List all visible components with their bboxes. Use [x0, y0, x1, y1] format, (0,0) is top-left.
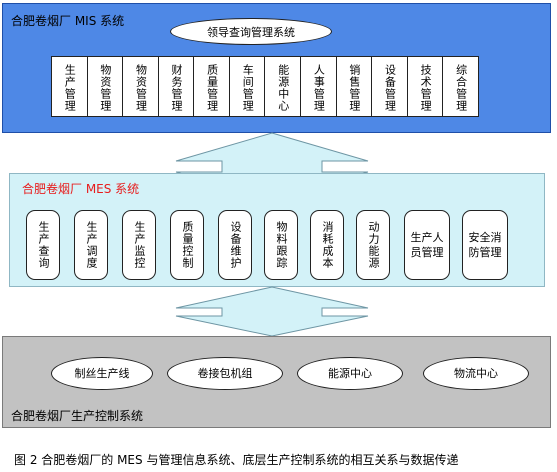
mis-module: 能源中心 [265, 57, 302, 116]
leader-query-system: 领导查询管理系统 [170, 18, 332, 45]
control-unit: 卷接包机组 [167, 357, 283, 390]
production-control-title: 合肥卷烟厂生产控制系统 [11, 409, 144, 423]
mis-module: 物资管理 [123, 57, 159, 116]
mis-module: 生产管理 [52, 57, 88, 116]
mes-module: 物料跟踪 [264, 210, 298, 280]
mes-module: 消耗成本 [310, 210, 344, 280]
mis-module: 车间管理 [230, 57, 266, 116]
mis-module-row: 生产管理 物资管理 物资管理 财务管理 质量管理 车间管理 能源中心 人事管理 … [51, 56, 479, 117]
mis-system-title: 合肥卷烟厂 MIS 系统 [11, 14, 125, 28]
mes-module: 生产人员管理 [404, 210, 450, 280]
mis-module: 物资管理 [88, 57, 124, 116]
mis-module: 质量管理 [194, 57, 230, 116]
mis-module: 综合管理 [454, 63, 468, 112]
mes-module: 动力能源 [356, 210, 390, 280]
mis-module: 技术管理 [408, 57, 444, 116]
mis-module: 销售管理 [337, 57, 373, 116]
control-unit: 能源中心 [297, 357, 403, 390]
mes-module: 生产查询 [26, 210, 60, 280]
mes-module: 生产调度 [74, 210, 108, 280]
mes-module: 生产监控 [122, 210, 156, 280]
mes-module: 安全消防管理 [462, 210, 508, 280]
mes-system-title: 合肥卷烟厂 MES 系统 [22, 182, 140, 196]
production-control-panel: 制丝生产线 卷接包机组 能源中心 物流中心 合肥卷烟厂生产控制系统 [2, 336, 551, 428]
mis-system-panel: 合肥卷烟厂 MIS 系统 领导查询管理系统 生产管理 物资管理 物资管理 财务管… [2, 3, 551, 133]
figure-caption: 图 2 合肥卷烟厂的 MES 与管理信息系统、底层生产控制系统的相互关系与数据传… [14, 453, 459, 467]
mis-module: 财务管理 [159, 57, 195, 116]
mes-module: 设备维护 [218, 210, 252, 280]
mes-module: 质量控制 [170, 210, 204, 280]
control-unit: 制丝生产线 [51, 357, 153, 390]
mis-module: 设备管理 [372, 57, 408, 116]
control-unit: 物流中心 [423, 357, 529, 390]
mis-module: 人事管理 [301, 57, 337, 116]
mes-system-panel: 合肥卷烟厂 MES 系统 生产查询 生产调度 生产监控 质量控制 设备维护 物料… [9, 173, 545, 287]
